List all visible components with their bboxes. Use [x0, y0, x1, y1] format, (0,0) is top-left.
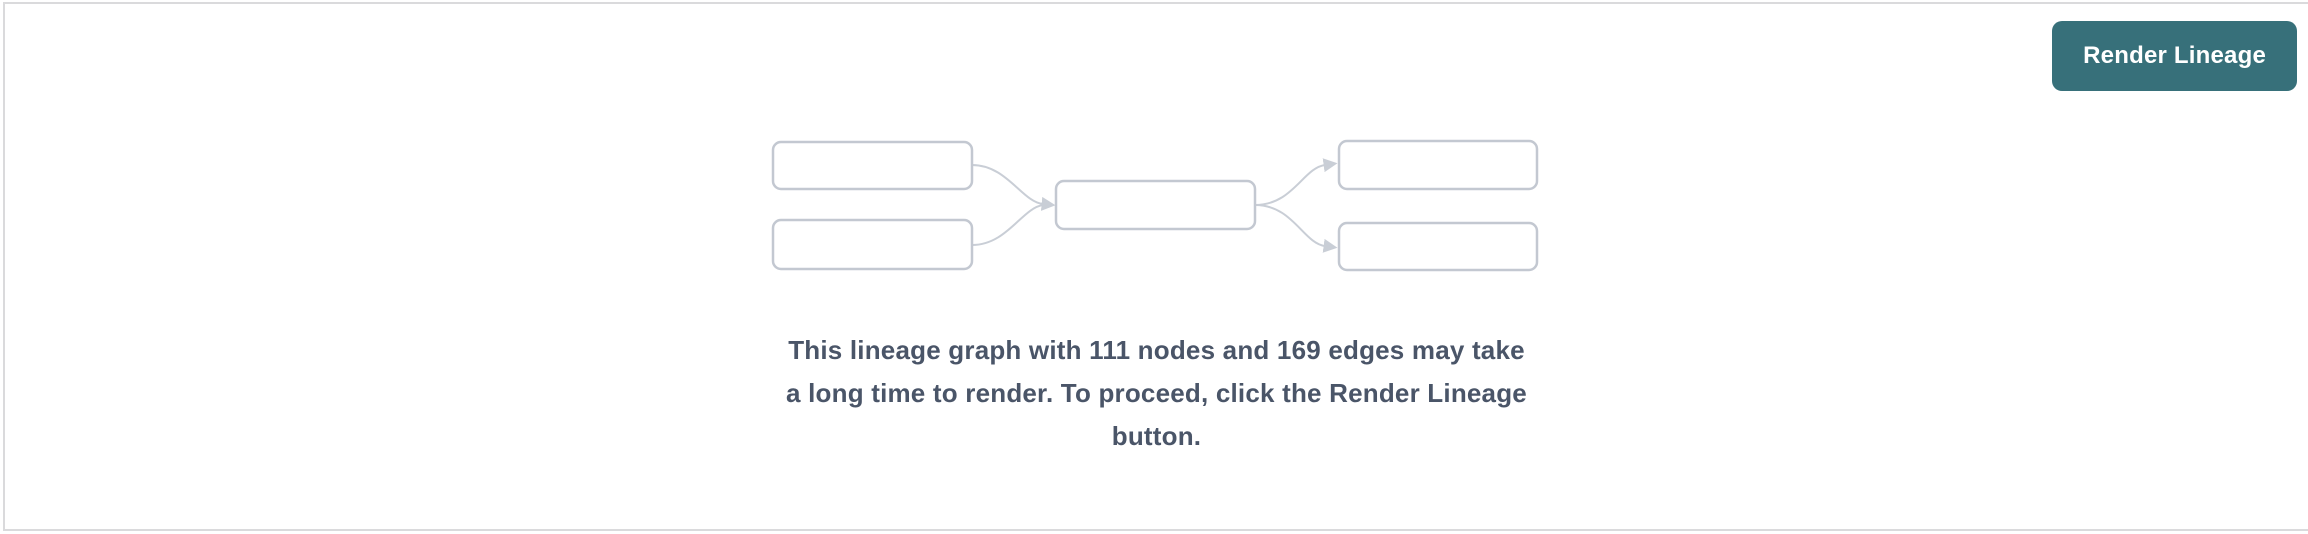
message-line-1: This lineage graph with 111 nodes and 16… [788, 335, 1525, 365]
diagram-node-upstream-top [771, 140, 973, 191]
diagram-edge-upstream-bottom [971, 204, 1043, 246]
lineage-placeholder: This lineage graph with 111 nodes and 16… [5, 132, 2308, 458]
diagram-edge-downstream-top [1254, 158, 1337, 206]
lineage-diagram-svg [771, 139, 1538, 272]
diagram-edge-upstream-top [971, 164, 1056, 211]
lineage-placeholder-diagram [767, 132, 1547, 277]
lineage-warning-message: This lineage graph with 111 nodes and 16… [786, 329, 1527, 458]
diagram-edge-downstream-bottom [1254, 204, 1337, 253]
diagram-node-upstream-bottom [771, 218, 973, 271]
render-lineage-button[interactable]: Render Lineage [2052, 21, 2297, 91]
diagram-node-downstream-bottom [1337, 221, 1538, 272]
message-line-3: button. [1111, 421, 1202, 451]
diagram-node-center [1054, 179, 1256, 231]
diagram-node-downstream-top [1337, 139, 1538, 191]
lineage-panel: Render Lineage This lin [3, 2, 2308, 531]
message-line-2: a long time to render. To proceed, click… [786, 378, 1527, 408]
